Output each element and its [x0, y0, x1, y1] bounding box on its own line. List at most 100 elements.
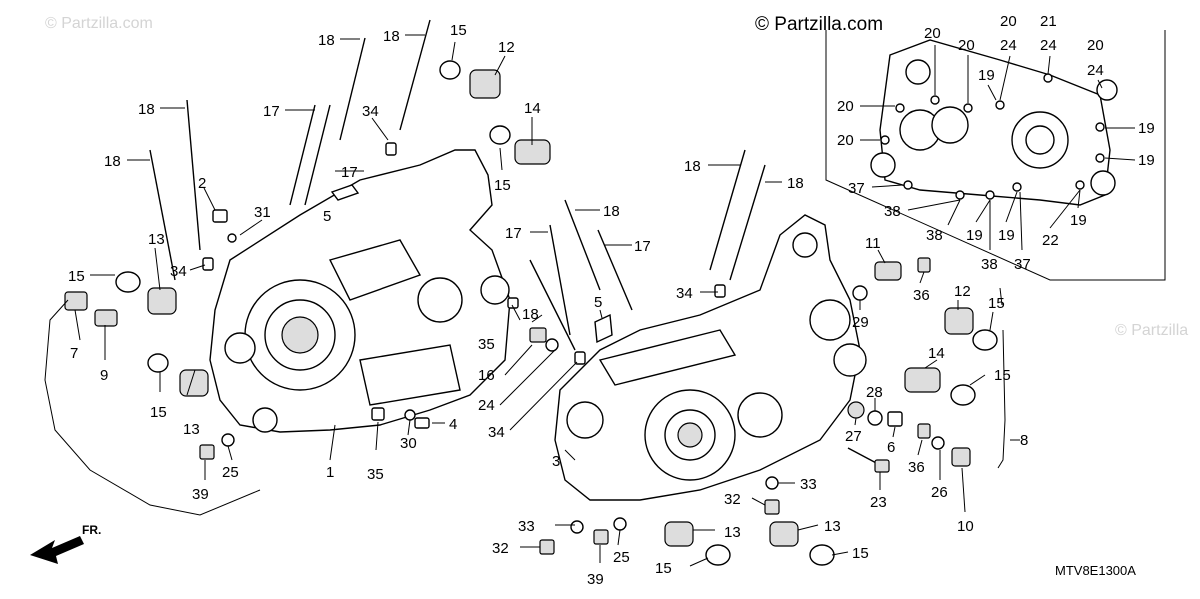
callout-20: 20 — [958, 37, 975, 54]
cover-bolts[interactable] — [880, 73, 1105, 200]
callout-12: 12 — [498, 39, 515, 56]
callout-37: 37 — [1014, 256, 1031, 273]
callout-31: 31 — [254, 204, 271, 221]
callout-1: 1 — [326, 464, 334, 481]
callout-39: 39 — [192, 486, 209, 503]
callout-8: 8 — [1020, 432, 1028, 449]
callout-17: 17 — [263, 103, 280, 120]
callout-11: 11 — [865, 235, 881, 252]
callout-6: 6 — [887, 439, 895, 456]
callout-20: 20 — [837, 132, 854, 149]
callout-24: 24 — [1087, 62, 1104, 79]
callout-20: 20 — [1000, 13, 1017, 30]
callout-2: 2 — [198, 175, 206, 192]
callout-24: 24 — [478, 397, 495, 414]
callout-24: 24 — [1040, 37, 1057, 54]
callout-3: 3 — [552, 453, 560, 470]
callout-26: 26 — [931, 484, 948, 501]
callout-33: 33 — [518, 518, 535, 535]
callout-10: 10 — [957, 518, 974, 535]
callout-38: 38 — [926, 227, 943, 244]
inset-frame — [825, 30, 1166, 281]
callout-numbers: 18 18 15 12 18 17 34 14 18 17 15 2 5 31 … — [68, 13, 1155, 588]
callout-21: 21 — [1040, 13, 1057, 30]
callout-29: 29 — [852, 314, 869, 331]
wire-lead-7[interactable] — [44, 299, 261, 516]
callout-34: 34 — [676, 285, 693, 302]
watermark-top-right: © Partzilla.com — [755, 14, 883, 35]
crankcase-cover[interactable] — [870, 39, 1118, 206]
callout-25: 25 — [613, 549, 630, 566]
callout-20: 20 — [1087, 37, 1104, 54]
callout-38: 38 — [981, 256, 998, 273]
callout-19: 19 — [1138, 120, 1155, 137]
wire-lead-8[interactable] — [997, 329, 1006, 469]
callout-17: 17 — [505, 225, 522, 242]
callout-17: 17 — [341, 164, 358, 181]
callout-32: 32 — [492, 540, 509, 557]
stud-bolts[interactable] — [149, 19, 766, 351]
callout-16: 16 — [478, 367, 495, 384]
front-arrow-icon: FR. — [30, 523, 101, 564]
callout-32: 32 — [724, 491, 741, 508]
callout-15: 15 — [494, 177, 511, 194]
callout-33: 33 — [800, 476, 817, 493]
callout-13: 13 — [824, 518, 841, 535]
small-parts[interactable] — [64, 60, 998, 566]
callout-18: 18 — [603, 203, 620, 220]
callout-13: 13 — [183, 421, 200, 438]
callout-34: 34 — [170, 263, 187, 280]
callout-18: 18 — [138, 101, 155, 118]
callout-7: 7 — [70, 345, 78, 362]
callout-15: 15 — [994, 367, 1011, 384]
callout-38: 38 — [884, 203, 901, 220]
callout-27: 27 — [845, 428, 862, 445]
callout-18: 18 — [787, 175, 804, 192]
callout-22: 22 — [1042, 232, 1059, 249]
callout-34: 34 — [362, 103, 379, 120]
inset-leader-lines — [860, 45, 1136, 251]
callout-15: 15 — [988, 295, 1005, 312]
diagram-code: MTV8E1300A — [1055, 563, 1136, 578]
callout-4: 4 — [449, 416, 457, 433]
leader-lines — [74, 34, 1020, 567]
callout-14: 14 — [928, 345, 945, 362]
callout-15: 15 — [150, 404, 167, 421]
callout-30: 30 — [400, 435, 417, 452]
callout-15: 15 — [655, 560, 672, 577]
callout-35: 35 — [478, 336, 495, 353]
callout-5: 5 — [323, 208, 331, 225]
front-label: FR. — [82, 523, 101, 537]
watermark-right: © Partzilla — [1115, 322, 1188, 339]
right-crankcase[interactable] — [554, 214, 867, 501]
callout-19: 19 — [1070, 212, 1087, 229]
callout-9: 9 — [100, 367, 108, 384]
callout-23: 23 — [870, 494, 887, 511]
callout-5: 5 — [594, 294, 602, 311]
callout-17: 17 — [634, 238, 651, 255]
callout-18: 18 — [522, 306, 539, 323]
callout-15: 15 — [450, 22, 467, 39]
callout-19: 19 — [998, 227, 1015, 244]
callout-18: 18 — [684, 158, 701, 175]
callout-20: 20 — [837, 98, 854, 115]
callout-34: 34 — [488, 424, 505, 441]
callout-15: 15 — [68, 268, 85, 285]
callout-18: 18 — [318, 32, 335, 49]
callout-19: 19 — [966, 227, 983, 244]
callout-28: 28 — [866, 384, 883, 401]
callout-24: 24 — [1000, 37, 1017, 54]
callout-13: 13 — [148, 231, 165, 248]
callout-15: 15 — [852, 545, 869, 562]
callout-19: 19 — [978, 67, 995, 84]
callout-13: 13 — [724, 524, 741, 541]
callout-39: 39 — [587, 571, 604, 588]
left-crankcase[interactable] — [209, 149, 511, 433]
callout-14: 14 — [524, 100, 541, 117]
callout-37: 37 — [848, 180, 865, 197]
callout-36: 36 — [908, 459, 925, 476]
callout-20: 20 — [924, 25, 941, 42]
callout-25: 25 — [222, 464, 239, 481]
callout-18: 18 — [104, 153, 121, 170]
